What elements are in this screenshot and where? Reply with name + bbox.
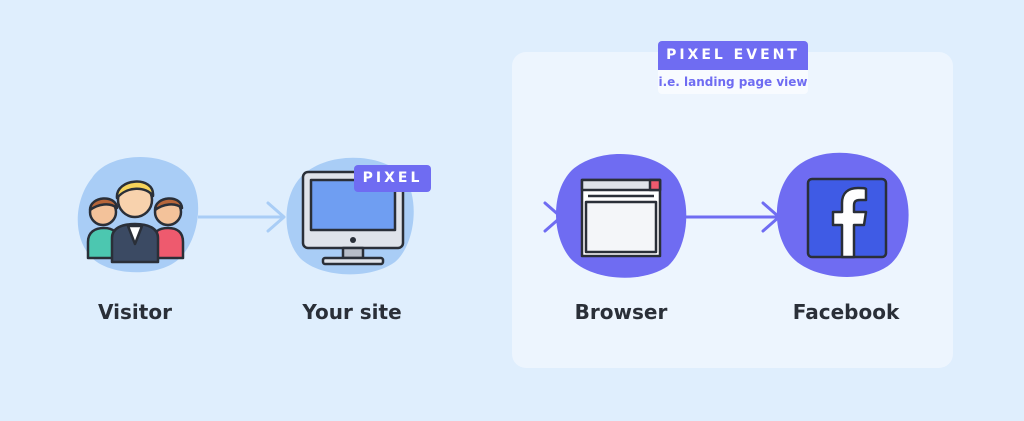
node-label-facebook: Facebook [792, 300, 900, 324]
pixel-event-badge: PIXEL EVENT [658, 41, 808, 70]
node-label-visitor: Visitor [98, 300, 172, 324]
people-icon [86, 180, 185, 264]
arrow-site-to-browser [418, 201, 563, 233]
arrow-visitor-to-site [198, 201, 286, 233]
pixel-badge: PIXEL [354, 165, 431, 192]
facebook-logo-icon [806, 177, 888, 259]
pixel-event-note: i.e. landing page view [658, 70, 808, 94]
browser-window-icon [580, 178, 662, 258]
arrow-browser-to-facebook [684, 201, 781, 233]
node-label-browser: Browser [574, 300, 668, 324]
node-label-your-site: Your site [302, 300, 402, 324]
